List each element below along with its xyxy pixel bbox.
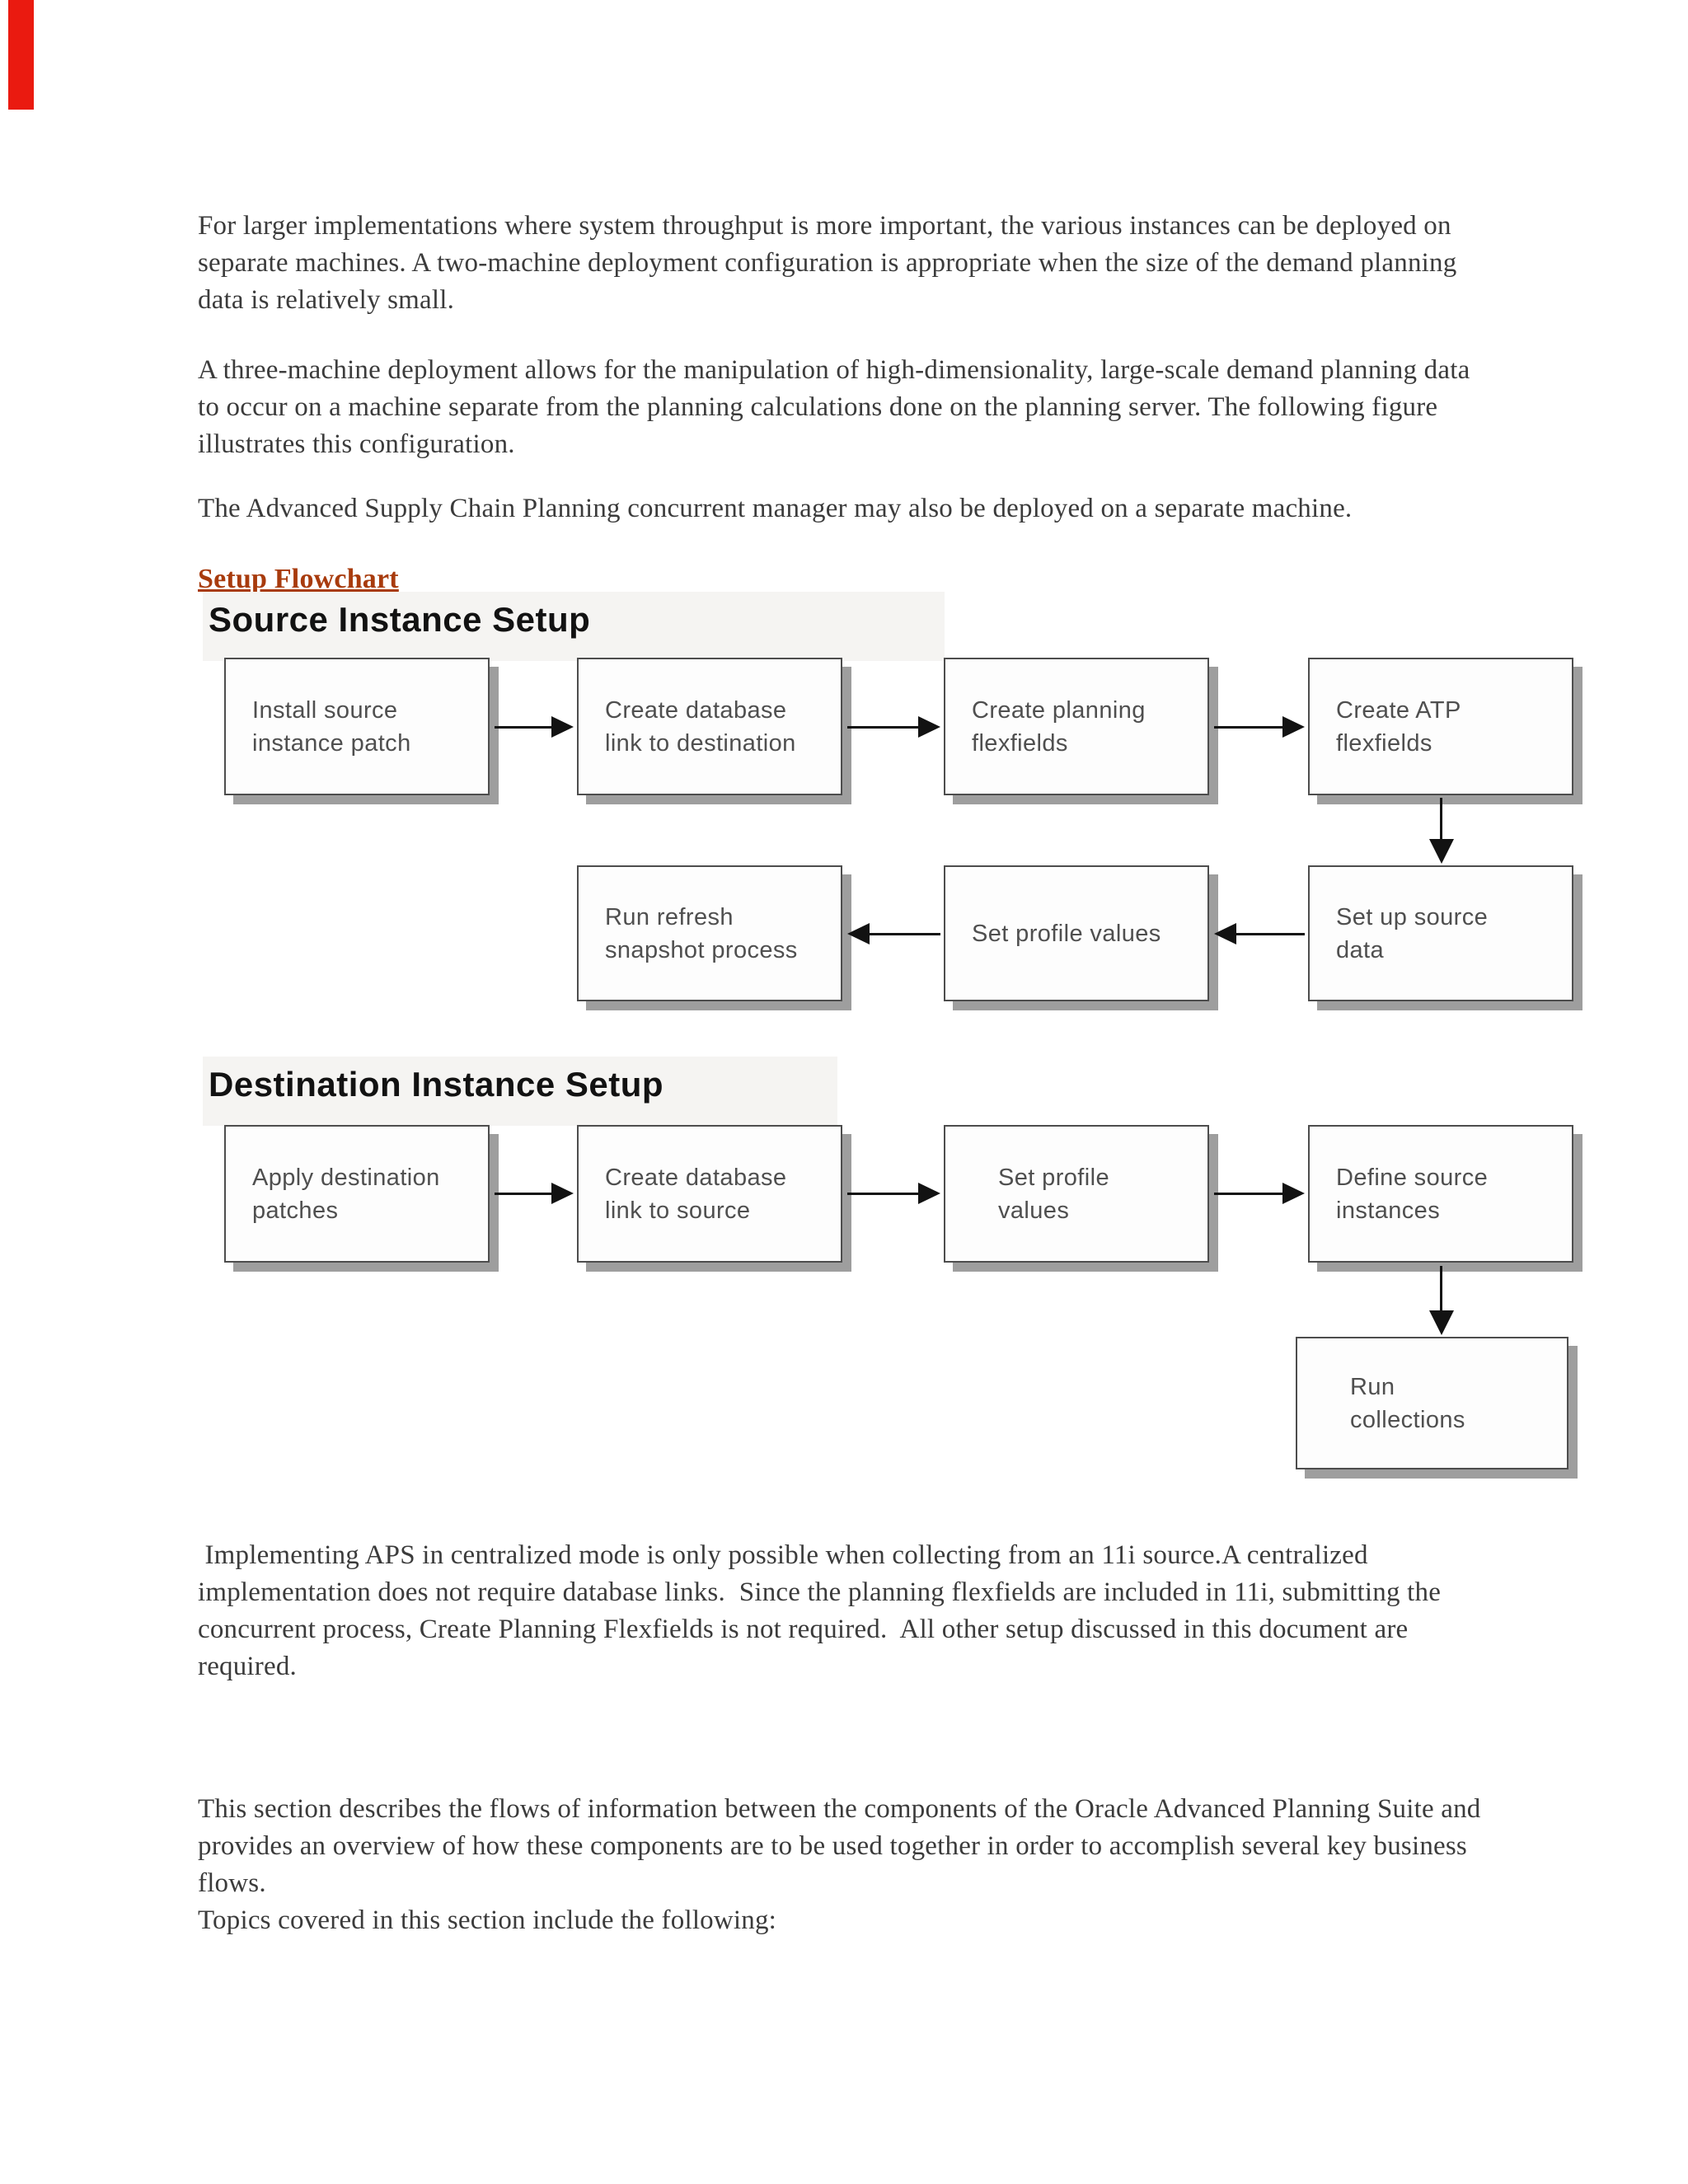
flow-box-run-collections: Run collections (1296, 1337, 1568, 1469)
flow-box-install-source-instance-patch: Install source instance patch (224, 658, 490, 795)
flow-box-set-up-source-data: Set up source data (1308, 865, 1573, 1001)
paragraph-centralized-mode: Implementing APS in centralized mode is … (198, 1540, 1442, 1681)
flow-box-run-refresh-snapshot-process: Run refresh snapshot process (577, 865, 842, 1001)
paragraph-two-machine-deployment: For larger implementations where system … (198, 211, 1457, 315)
red-bookmark-bar (8, 0, 34, 110)
paragraph-concurrent-manager: The Advanced Supply Chain Planning concu… (198, 494, 1353, 523)
arrow-right-icon (1214, 716, 1305, 738)
flow-box-create-atp-flexfields: Create ATP flexfields (1308, 658, 1573, 795)
scan-artifact-strip (203, 592, 945, 661)
arrow-down-icon (1429, 1266, 1454, 1335)
arrow-down-icon (1429, 798, 1454, 864)
arrow-left-icon (847, 923, 940, 944)
paragraph-three-machine-deployment: A three-machine deployment allows for th… (198, 355, 1470, 459)
flow-box-apply-destination-patches: Apply destination patches (224, 1125, 490, 1263)
flow-box-create-planning-flexfields: Create planning flexfields (944, 658, 1209, 795)
arrow-right-icon (495, 1183, 574, 1204)
flow-box-define-source-instances: Define source instances (1308, 1125, 1573, 1263)
arrow-left-icon (1214, 923, 1305, 944)
figure-title-destination-instance-setup: Destination Instance Setup (209, 1065, 664, 1104)
arrow-right-icon (847, 1183, 940, 1204)
setup-flowchart-figure: Source Instance Setup Install source ins… (203, 592, 1573, 1469)
arrow-right-icon (847, 716, 940, 738)
scan-artifact-strip (203, 1057, 837, 1126)
paragraph-section-overview: This section describes the flows of info… (198, 1794, 1481, 1935)
figure-title-source-instance-setup: Source Instance Setup (209, 600, 591, 639)
arrow-right-icon (495, 716, 574, 738)
flow-box-set-profile-values-destination: Set profile values (944, 1125, 1209, 1263)
flow-box-set-profile-values-source: Set profile values (944, 865, 1209, 1001)
flow-box-create-database-link-to-source: Create database link to source (577, 1125, 842, 1263)
arrow-right-icon (1214, 1183, 1305, 1204)
flow-box-create-database-link-to-destination: Create database link to destination (577, 658, 842, 795)
setup-flowchart-link[interactable]: Setup Flowchart (198, 564, 399, 594)
